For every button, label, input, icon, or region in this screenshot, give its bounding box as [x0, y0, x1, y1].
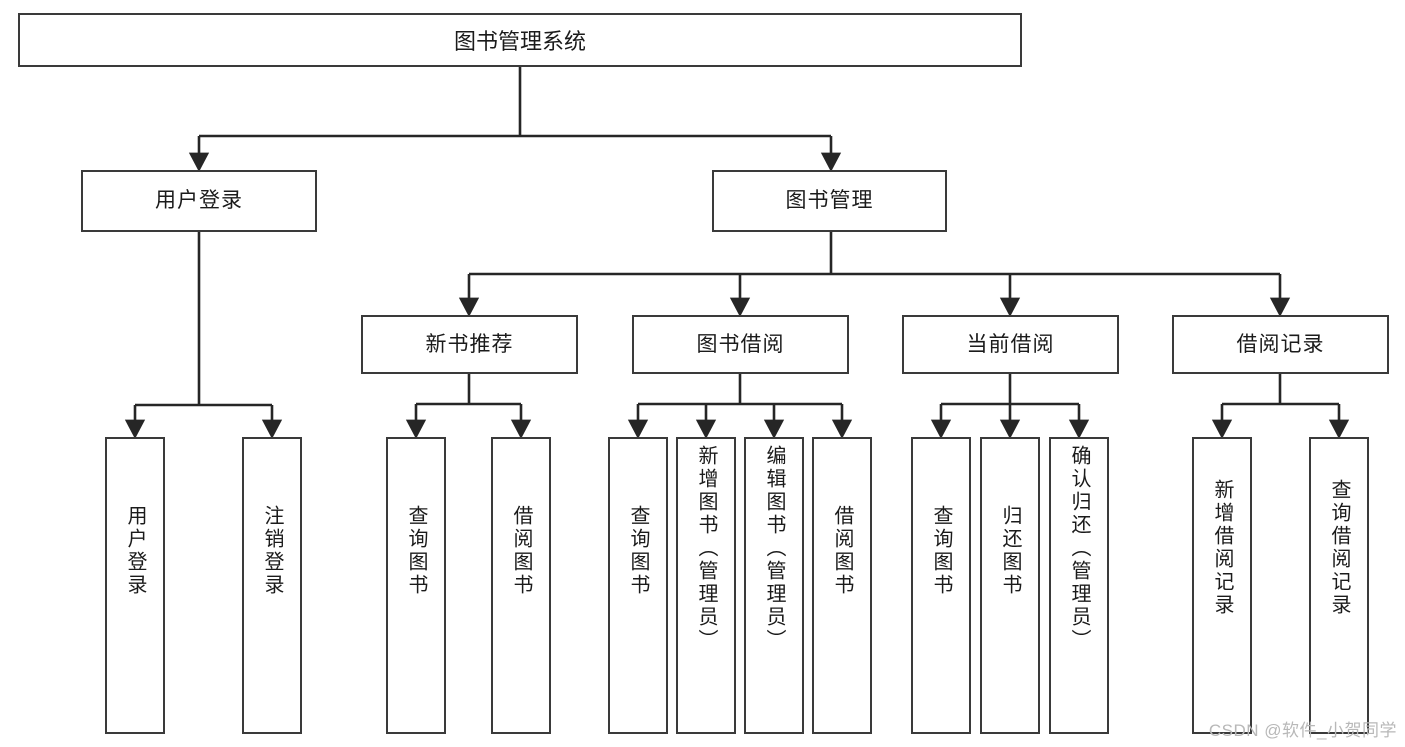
- node-borrow-record[interactable]: 借阅记录: [1172, 315, 1389, 374]
- node-root-system[interactable]: 图书管理系统: [18, 13, 1022, 67]
- node-label: 确认归还（管理员）: [1068, 445, 1090, 652]
- node-label: 查询图书: [930, 505, 952, 597]
- leaf-borrow-edit-book-admin[interactable]: 编辑图书（管理员）: [744, 437, 804, 734]
- node-label: 归还图书: [999, 505, 1021, 597]
- node-label: 新增图书（管理员）: [695, 445, 717, 652]
- node-label: 新书推荐: [425, 332, 514, 356]
- leaf-user-login-logout[interactable]: 注销登录: [242, 437, 302, 734]
- leaf-user-login-login[interactable]: 用户登录: [105, 437, 165, 734]
- leaf-borrow-add-book-admin[interactable]: 新增图书（管理员）: [676, 437, 736, 734]
- node-label: 当前借阅: [966, 332, 1055, 356]
- node-book-borrow[interactable]: 图书借阅: [632, 315, 849, 374]
- leaf-record-query-record[interactable]: 查询借阅记录: [1309, 437, 1369, 734]
- node-label: 借阅记录: [1236, 332, 1325, 356]
- node-label: 图书管理: [785, 189, 874, 213]
- node-label: 注销登录: [261, 505, 283, 597]
- leaf-current-confirm-return-admin[interactable]: 确认归还（管理员）: [1049, 437, 1109, 734]
- node-label: 图书管理系统: [453, 29, 586, 54]
- node-label: 用户登录: [124, 505, 146, 597]
- node-user-login[interactable]: 用户登录: [81, 170, 317, 232]
- node-label: 借阅图书: [831, 505, 853, 597]
- leaf-record-add-record[interactable]: 新增借阅记录: [1192, 437, 1252, 734]
- leaf-recommend-query-book[interactable]: 查询图书: [386, 437, 446, 734]
- leaf-recommend-borrow-book[interactable]: 借阅图书: [491, 437, 551, 734]
- node-label: 借阅图书: [510, 505, 532, 597]
- node-label: 查询图书: [405, 505, 427, 597]
- node-label: 编辑图书（管理员）: [763, 445, 785, 652]
- node-current-borrow[interactable]: 当前借阅: [902, 315, 1119, 374]
- node-label: 新增借阅记录: [1211, 479, 1233, 617]
- leaf-borrow-query-book[interactable]: 查询图书: [608, 437, 668, 734]
- node-label: 用户登录: [155, 189, 243, 213]
- node-label: 查询借阅记录: [1328, 479, 1350, 617]
- node-label: 图书借阅: [696, 332, 785, 356]
- node-label: 查询图书: [627, 505, 649, 597]
- leaf-current-return-book[interactable]: 归还图书: [980, 437, 1040, 734]
- leaf-current-query-book[interactable]: 查询图书: [911, 437, 971, 734]
- leaf-borrow-borrow-book[interactable]: 借阅图书: [812, 437, 872, 734]
- node-book-management[interactable]: 图书管理: [712, 170, 947, 232]
- node-new-book-recommend[interactable]: 新书推荐: [361, 315, 578, 374]
- watermark-credit: CSDN @软件_小贺同学: [1208, 721, 1397, 740]
